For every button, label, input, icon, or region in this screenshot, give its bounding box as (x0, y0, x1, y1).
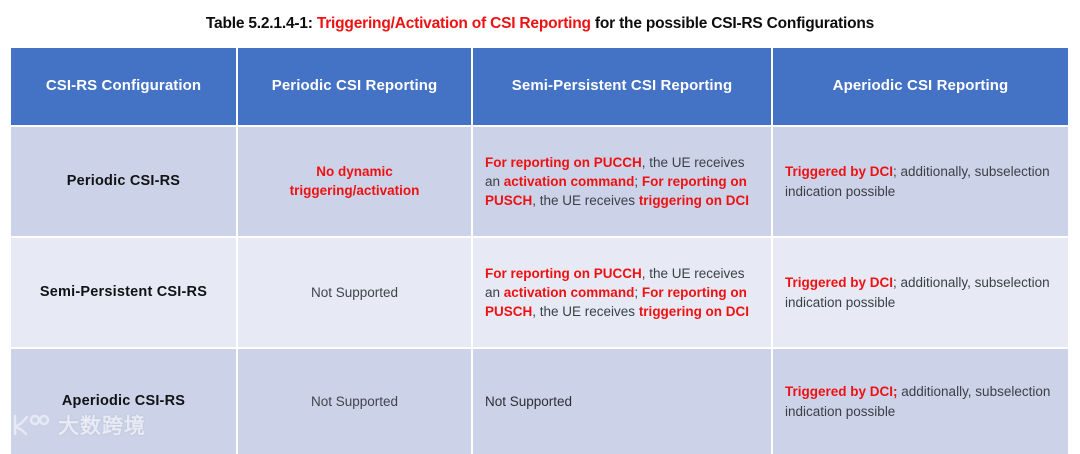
body-text: ; (634, 174, 642, 189)
table-row: Aperiodic CSI-RS Not Supported Not Suppo… (11, 348, 1068, 454)
cell-config-semi-persistent: Semi-Persistent CSI-RS (11, 237, 237, 348)
emphasis-text: triggering on DCI (639, 193, 749, 208)
cell-periodic-reporting-row0: No dynamic triggering/activation (237, 126, 472, 237)
cell-config-periodic: Periodic CSI-RS (11, 126, 237, 237)
cell-periodic-reporting-row2: Not Supported (237, 348, 472, 454)
csi-table-container: CSI-RS Configuration Periodic CSI Report… (11, 48, 1068, 454)
title-prefix: Table 5.2.1.4-1: (206, 15, 317, 32)
emphasis-text: triggering on DCI (639, 304, 749, 319)
cell-config-aperiodic: Aperiodic CSI-RS (11, 348, 237, 454)
emphasis-text: Triggered by DCI; (785, 384, 898, 399)
column-header-aperiodic-csi-reporting: Aperiodic CSI Reporting (772, 48, 1068, 126)
cell-semi-persistent-reporting-row2: Not Supported (472, 348, 772, 454)
table-row: Periodic CSI-RS No dynamic triggering/ac… (11, 126, 1068, 237)
cell-aperiodic-reporting-row2: Triggered by DCI; additionally, subselec… (772, 348, 1068, 454)
table-caption-bar: Table 5.2.1.4-1: Triggering/Activation o… (0, 0, 1080, 48)
body-text: ; (634, 285, 642, 300)
column-header-csi-rs-configuration: CSI-RS Configuration (11, 48, 237, 126)
cell-semi-persistent-reporting-row0: For reporting on PUCCH, the UE receives … (472, 126, 772, 237)
page-title: Table 5.2.1.4-1: Triggering/Activation o… (206, 15, 874, 33)
emphasis-text: activation command (504, 174, 635, 189)
cell-periodic-reporting-row1: Not Supported (237, 237, 472, 348)
emphasis-text: Triggered by DCI (785, 275, 893, 290)
table-row: Semi-Persistent CSI-RS Not Supported For… (11, 237, 1068, 348)
cell-aperiodic-reporting-row1: Triggered by DCI; additionally, subselec… (772, 237, 1068, 348)
csi-reporting-table: CSI-RS Configuration Periodic CSI Report… (11, 48, 1068, 454)
table-header-row: CSI-RS Configuration Periodic CSI Report… (11, 48, 1068, 126)
emphasis-text: Triggered by DCI (785, 164, 893, 179)
emphasis-text: For reporting on PUCCH (485, 155, 642, 170)
emphasis-text: activation command (504, 285, 635, 300)
column-header-semi-persistent-csi-reporting: Semi-Persistent CSI Reporting (472, 48, 772, 126)
cell-semi-persistent-reporting-row1: For reporting on PUCCH, the UE receives … (472, 237, 772, 348)
table-header: CSI-RS Configuration Periodic CSI Report… (11, 48, 1068, 126)
title-highlight: Triggering/Activation of CSI Reporting (317, 15, 591, 32)
column-header-periodic-csi-reporting: Periodic CSI Reporting (237, 48, 472, 126)
body-text: , the UE receives (532, 193, 639, 208)
body-text: , the UE receives (532, 304, 639, 319)
table-body: Periodic CSI-RS No dynamic triggering/ac… (11, 126, 1068, 454)
emphasis-text: For reporting on PUCCH (485, 266, 642, 281)
cell-aperiodic-reporting-row0: Triggered by DCI; additionally, subselec… (772, 126, 1068, 237)
title-suffix: for the possible CSI-RS Configurations (591, 15, 874, 32)
